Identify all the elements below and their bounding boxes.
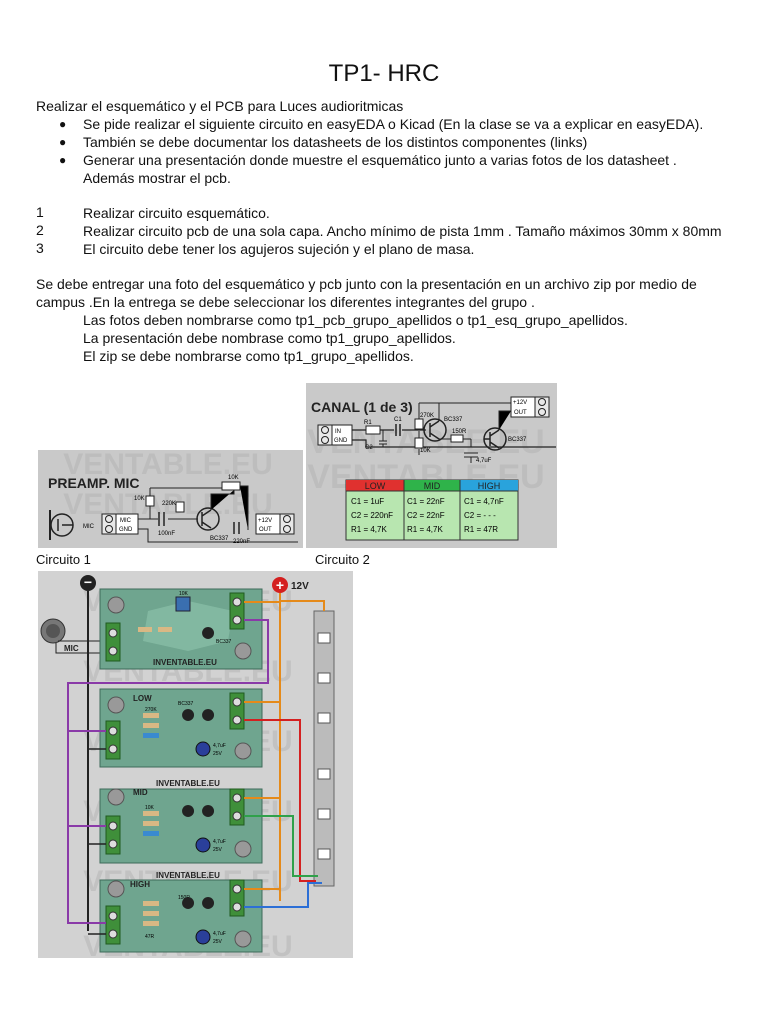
table-cell: C2 = - - - [464,511,496,520]
canal-plus12: +12V [513,400,527,406]
board-high-label: HIGH [130,880,150,889]
table-cell: C2 = 220nF [351,511,393,520]
minus-label: − [84,574,92,590]
led-strip [313,610,335,887]
board-cap: 4,7uF [213,743,226,749]
preamp-pot: 10K [228,475,239,481]
board-brand: INVENTABLE.EU [153,658,217,667]
table-cell: R1 = 4,7K [407,525,443,534]
bullet-1: Se pide realizar el siguiente circuito e… [83,116,704,132]
table-cell: C1 = 1uF [351,497,384,506]
step-number: 3 [36,240,44,256]
step-text: El circuito debe tener los agujeros suje… [83,241,475,257]
delivery-text: Se debe entregar una foto del esquemátic… [36,276,697,292]
table-cell: R1 = 4,7K [351,525,387,534]
canal-t2: BC337 [508,437,527,443]
canal-out: OUT [514,410,527,416]
watermark: VENTABLE.EU [63,450,272,481]
bullet-dot: ● [59,135,67,149]
preamp-r220k: 220K [162,501,176,507]
preamp-term-gnd: GND [119,527,133,533]
bullet-3: Generar una presentación donde muestre e… [83,152,677,168]
table-header: LOW [365,481,386,491]
naming-rule: El zip se debe nombrarse como tp1_grupo_… [83,348,414,364]
step-text: Realizar circuito esquemático. [83,205,270,221]
board-cap: 4,7uF [213,839,226,845]
preamp-title: PREAMP. MIC [48,475,140,491]
table-header: HIGH [478,481,501,491]
table-cell: C1 = 22nF [407,497,445,506]
naming-rule: Las fotos deben nombrarse como tp1_pcb_g… [83,312,628,328]
table-header: MID [424,481,441,491]
table-cell: C1 = 4,7nF [464,497,504,506]
canal-t1: BC337 [444,417,463,423]
table-header-low-bg [346,480,404,491]
minus-terminal-icon [80,575,96,591]
canal-c2: C2 [365,445,373,451]
preamp-transistor: BC337 [210,536,229,542]
bullet-2: También se debe documentar los datasheet… [83,134,588,150]
channel-board-high: HIGH 47R 150R 4,7uF 25V [99,879,263,953]
preamp-r10k: 10K [134,496,145,502]
delivery-text: campus .En la entrega se debe selecciona… [36,294,535,310]
board-transistor: BC337 [178,701,194,707]
preamp-mic-label: MIC [83,524,95,530]
board-pot: 10K [179,591,189,597]
bullet-3-continued: Además mostrar el pcb. [83,170,231,186]
plus-label: + [276,577,284,593]
board-transistor: BC337 [216,639,232,645]
canal-gnd-label: GND [334,438,348,444]
canal-in-label: IN [335,429,341,435]
canal-c47: 4,7uF [476,458,492,464]
board-brand: INVENTABLE.EU [156,871,220,880]
board-capv: 25V [213,751,223,757]
caption-circuito-2: Circuito 2 [315,552,370,567]
board-r150: 150R [178,895,190,901]
table-cell: C2 = 22nF [407,511,445,520]
canal-r270k: 270K [420,413,434,419]
wiring-board-image: VENTABLE.EU VENTABLE.EU VENTABLE.EU VENT… [38,571,353,958]
naming-rule: La presentación debe nombrase como tp1_g… [83,330,456,346]
preamp-c100n: 100nF [158,531,175,537]
bullet-dot: ● [59,153,67,167]
preamp-term-mic: MIC [120,518,132,524]
board-r10k: 10K [145,805,155,811]
preamp-plus12: +12V [258,518,272,524]
canal-r10k: 10K [420,448,431,454]
table-cell: R1 = 47R [464,525,498,534]
board-r270k: 270K [145,707,157,713]
watermark: VENTABLE.EU [63,488,272,521]
table-header-mid-bg [404,480,460,491]
canal-title: CANAL (1 de 3) [311,399,413,415]
channel-board-mid: MID 10K 4,7uF 25V [99,788,263,864]
caption-circuito-1: Circuito 1 [36,552,91,567]
board-mic-label: MIC [64,644,79,653]
bullet-dot: ● [59,117,67,131]
step-text: Realizar circuito pcb de una sola capa. … [83,223,722,239]
board-low-label: LOW [133,694,152,703]
canal-r150: 150R [452,429,467,435]
preamp-schematic-image: VENTABLE.EU VENTABLE.EU PREAMP. MIC MIC … [38,450,303,548]
board-mid-label: MID [133,788,148,797]
preamp-out: OUT [259,527,272,533]
board-r47: 47R [145,934,155,940]
canal-schematic-image: VENTABLE.EU VENTABLE.EU CANAL (1 de 3) I… [306,383,557,548]
canal-c1: C1 [394,417,402,423]
canal-r1: R1 [364,420,372,426]
board-capv: 25V [213,939,223,945]
step-number: 2 [36,222,44,238]
step-number: 1 [36,204,44,220]
plus-terminal-icon [272,577,288,593]
intro-text: Realizar el esquemático y el PCB para Lu… [36,98,404,114]
board-cap: 4,7uF [213,931,226,937]
preamp-c220n: 220nF [233,539,250,545]
table-header-high-bg [460,480,518,491]
board-capv: 25V [213,847,223,853]
page-title: TP1- HRC [328,60,440,87]
channel-board-low: LOW 270K BC337 4,7uF 25V [99,688,263,768]
board-brand: INVENTABLE.EU [156,779,220,788]
plus12-label: 12V [291,581,309,592]
